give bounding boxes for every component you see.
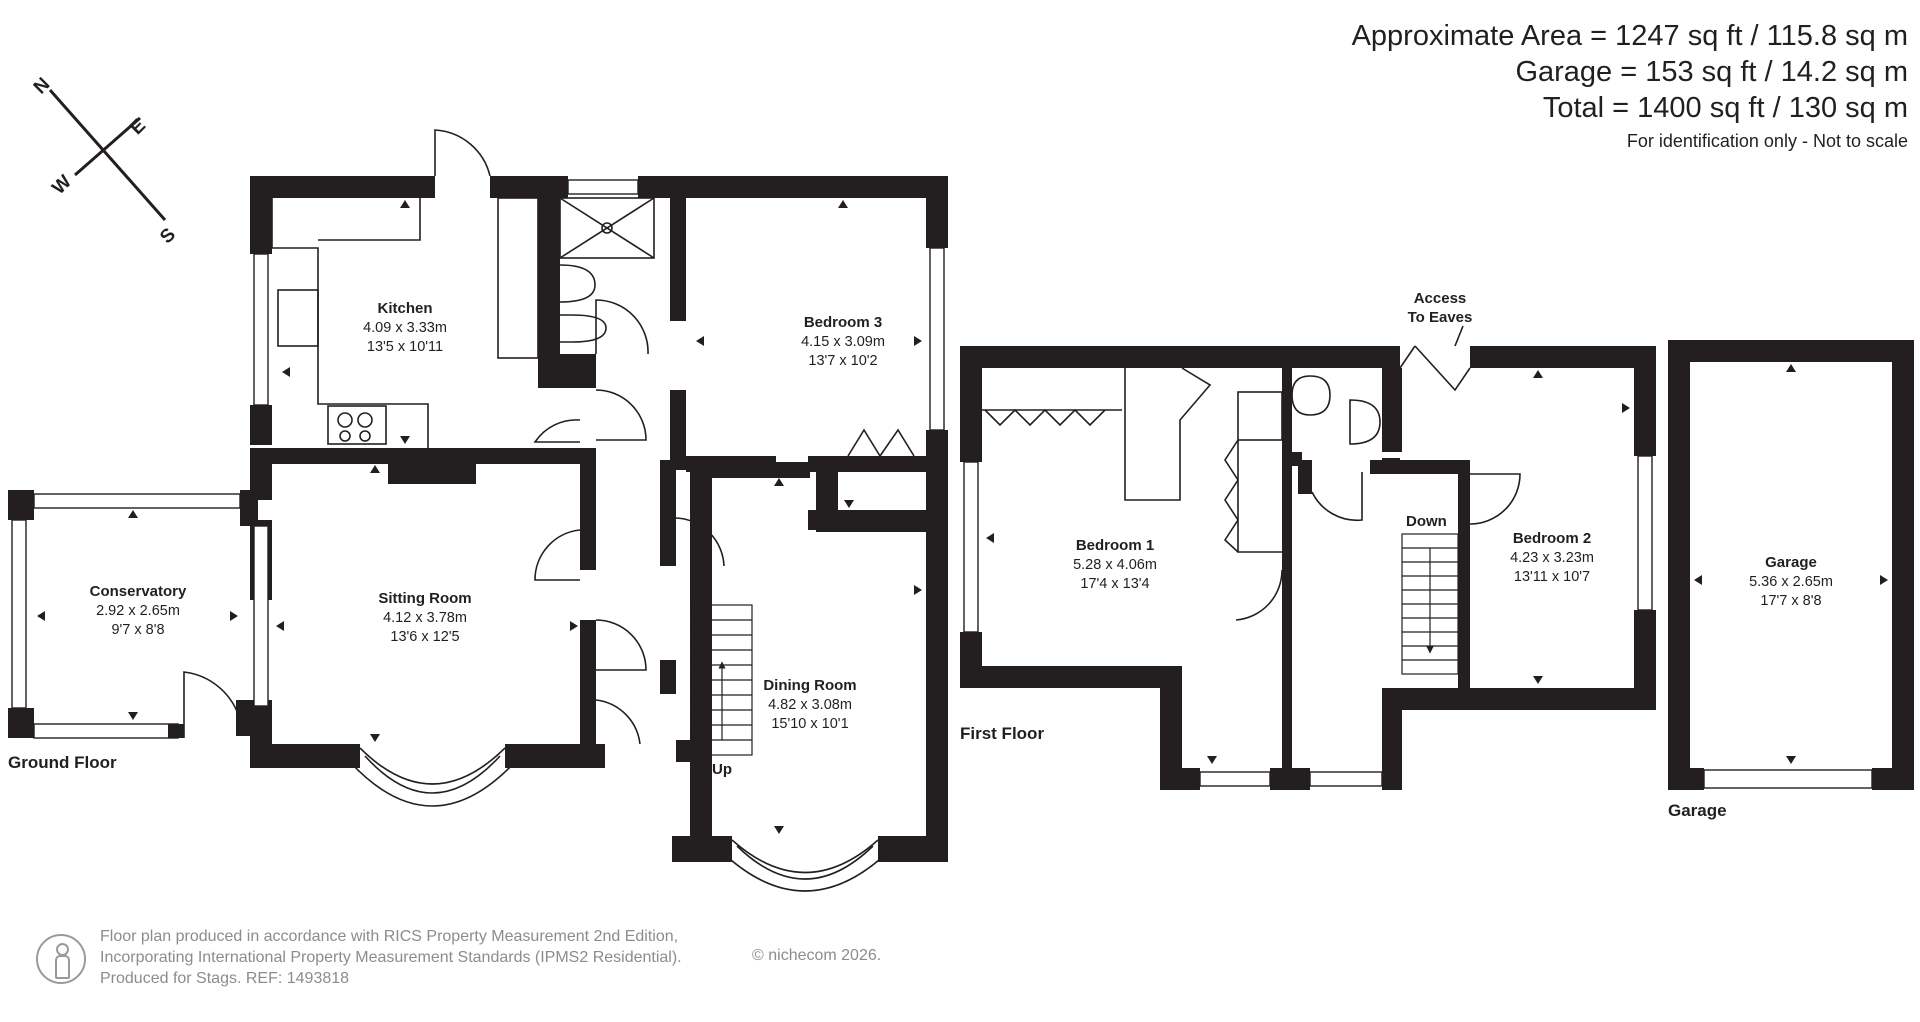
compass-e: E — [126, 115, 150, 139]
garage-plan: Garage — [1668, 340, 1914, 820]
kitchen-label: Kitchen 4.09 x 3.33m 13'5 x 10'11 — [363, 300, 447, 355]
bedroom2-metric: 4.23 x 3.23m — [1510, 550, 1594, 566]
bedroom3-metric: 4.15 x 3.09m — [801, 334, 885, 350]
garage-metric: 5.36 x 2.65m — [1749, 574, 1833, 590]
scale-note: For identification only - Not to scale — [1626, 131, 1908, 151]
bedroom1-imperial: 17'4 x 13'4 — [1080, 576, 1149, 592]
footer-line1: Floor plan produced in accordance with R… — [100, 928, 679, 945]
stairs-down-label: Down — [1406, 513, 1447, 530]
compass-w: W — [48, 171, 76, 199]
garage-name: Garage — [1765, 554, 1817, 571]
copyright: © nichecom 2026. — [752, 947, 882, 964]
bedroom1-label: Bedroom 1 5.28 x 4.06m 17'4 x 13'4 — [1073, 537, 1157, 592]
bedroom2-imperial: 13'11 x 10'7 — [1514, 569, 1590, 585]
bedroom3-name: Bedroom 3 — [804, 314, 882, 331]
dining-room-metric: 4.82 x 3.08m — [768, 697, 852, 713]
sitting-room-name: Sitting Room — [378, 590, 471, 607]
bedroom3-label: Bedroom 3 4.15 x 3.09m 13'7 x 10'2 — [801, 314, 885, 369]
dining-room-imperial: 15'10 x 10'1 — [771, 716, 848, 732]
garage-room-label: Garage 5.36 x 2.65m 17'7 x 8'8 — [1749, 554, 1833, 609]
conservatory-label: Conservatory 2.92 x 2.65m 9'7 x 8'8 — [90, 583, 187, 638]
bedroom1-name: Bedroom 1 — [1076, 537, 1154, 554]
compass-icon: N E W S — [30, 74, 180, 248]
kitchen-name: Kitchen — [377, 300, 432, 317]
conservatory-name: Conservatory — [90, 583, 187, 600]
access-eaves-line2: To Eaves — [1408, 309, 1473, 326]
conservatory-metric: 2.92 x 2.65m — [96, 603, 180, 619]
bedroom2-label: Bedroom 2 4.23 x 3.23m 13'11 x 10'7 — [1510, 530, 1594, 585]
kitchen-metric: 4.09 x 3.33m — [363, 320, 447, 336]
footer-text: Floor plan produced in accordance with R… — [100, 926, 682, 989]
footer: Floor plan produced in accordance with R… — [36, 926, 936, 996]
bedroom1-metric: 5.28 x 4.06m — [1073, 557, 1157, 573]
conservatory-imperial: 9'7 x 8'8 — [111, 622, 164, 638]
first-floor-label: First Floor — [960, 724, 1044, 743]
sitting-room-imperial: 13'6 x 12'5 — [390, 629, 459, 645]
garage-floor-label: Garage — [1668, 801, 1727, 820]
compass-s: S — [156, 224, 180, 248]
person-icon — [36, 934, 86, 984]
dining-room-label: Dining Room 4.82 x 3.08m 15'10 x 10'1 — [763, 677, 856, 732]
sitting-room-label: Sitting Room 4.12 x 3.78m 13'6 x 12'5 — [378, 590, 471, 645]
stairs-up-label: Up — [712, 761, 732, 778]
garage-area: Garage = 153 sq ft / 14.2 sq m — [1515, 56, 1908, 88]
total-area: Total = 1400 sq ft / 130 sq m — [1542, 92, 1908, 124]
bedroom2-name: Bedroom 2 — [1513, 530, 1591, 547]
kitchen-imperial: 13'5 x 10'11 — [367, 339, 443, 355]
ground-floor-plan: Ground Floor Up — [8, 129, 948, 892]
first-floor-plan: First Floor Down Access To Eaves — [960, 290, 1656, 790]
ground-floor-label: Ground Floor — [8, 753, 117, 772]
access-eaves-line1: Access — [1414, 290, 1467, 307]
sitting-room-metric: 4.12 x 3.78m — [383, 610, 467, 626]
compass-n: N — [30, 74, 55, 99]
dining-room-name: Dining Room — [763, 677, 856, 694]
approximate-area: Approximate Area = 1247 sq ft / 115.8 sq… — [1351, 20, 1908, 52]
footer-line3: Produced for Stags. REF: 1493818 — [100, 970, 350, 987]
footer-line2: Incorporating International Property Mea… — [100, 949, 682, 966]
area-summary: Approximate Area = 1247 sq ft / 115.8 sq… — [1352, 18, 1908, 156]
bedroom3-imperial: 13'7 x 10'2 — [808, 353, 877, 369]
garage-imperial: 17'7 x 8'8 — [1760, 593, 1821, 609]
